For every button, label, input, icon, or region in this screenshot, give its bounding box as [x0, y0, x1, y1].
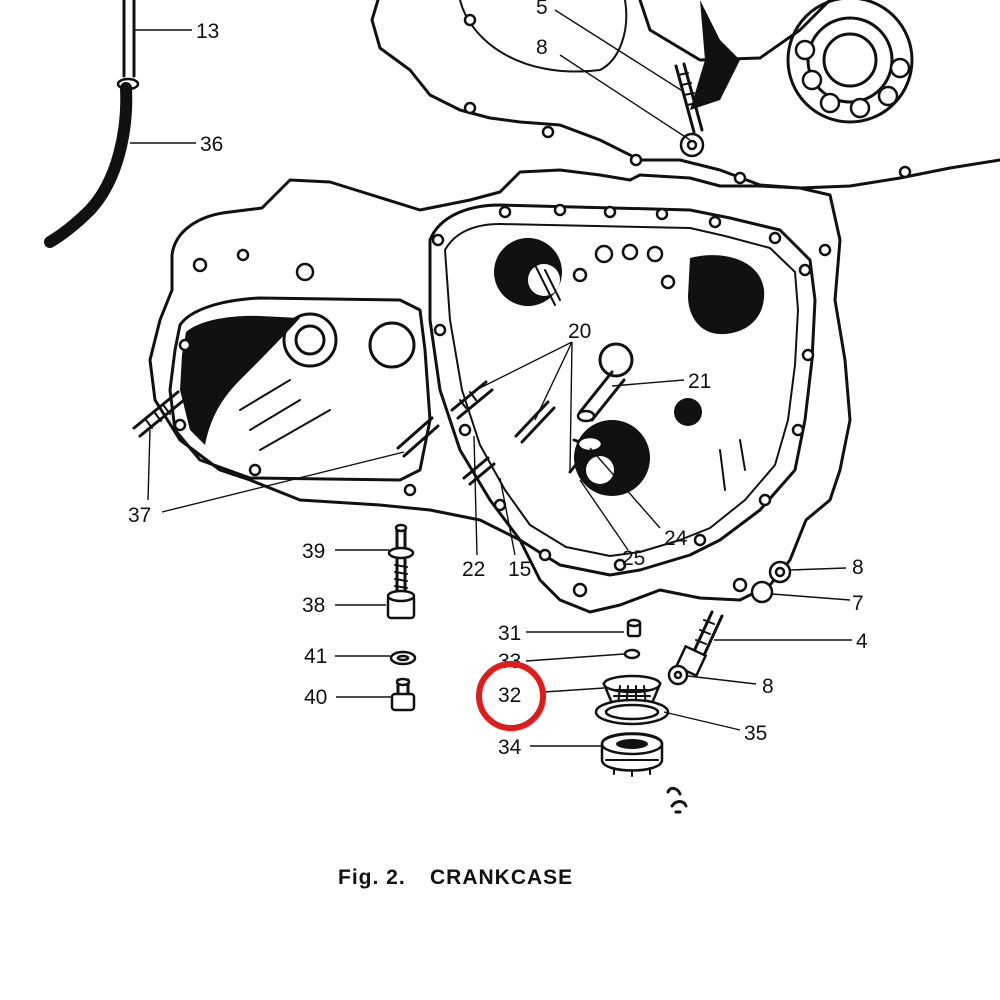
- caption-title: CRANKCASE: [430, 866, 573, 889]
- upper-crankcase-half: [370, 0, 1000, 190]
- studs: [132, 370, 626, 486]
- callout-5: 5: [536, 0, 548, 19]
- oil-filter-assembly: [594, 618, 688, 814]
- callout-36: 36: [200, 133, 223, 156]
- callout-34: 34: [498, 736, 522, 759]
- callout-35: 35: [744, 722, 767, 745]
- callout-7: 7: [852, 592, 864, 615]
- callout-40: 40: [304, 686, 327, 709]
- callout-20: 20: [568, 320, 591, 343]
- callout-31: 31: [498, 622, 521, 645]
- callout-38: 38: [302, 594, 325, 617]
- callout-25: 25: [622, 547, 645, 570]
- callout-8-top: 8: [536, 36, 548, 59]
- callout-8-right: 8: [852, 556, 864, 579]
- highlight-ring: [476, 661, 546, 731]
- oil-pipe: [44, 0, 140, 248]
- callout-39: 39: [302, 540, 325, 563]
- callout-labels: 13 36 5 8 20 21 24 25 15 22 37 39 38 41 …: [128, 0, 868, 759]
- callout-13: 13: [196, 20, 219, 43]
- callout-22: 22: [462, 558, 485, 581]
- bolt-holes: [173, 203, 832, 598]
- callout-41: 41: [304, 645, 327, 668]
- bolt-and-washers-right: [667, 560, 792, 686]
- caption-fig: Fig. 2.: [338, 866, 406, 889]
- callout-15: 15: [508, 558, 531, 581]
- callout-8-lower: 8: [762, 675, 774, 698]
- main-crankcase-half: [148, 168, 852, 614]
- callout-24: 24: [664, 527, 688, 550]
- leader-lines: [130, 9, 852, 747]
- callout-21: 21: [688, 370, 711, 393]
- callout-32: 32: [498, 684, 521, 707]
- drain-plug-parts: [386, 523, 417, 712]
- callout-4: 4: [856, 630, 868, 653]
- figure-caption: Fig. 2. CRANKCASE: [338, 866, 573, 889]
- callout-37: 37: [128, 504, 151, 527]
